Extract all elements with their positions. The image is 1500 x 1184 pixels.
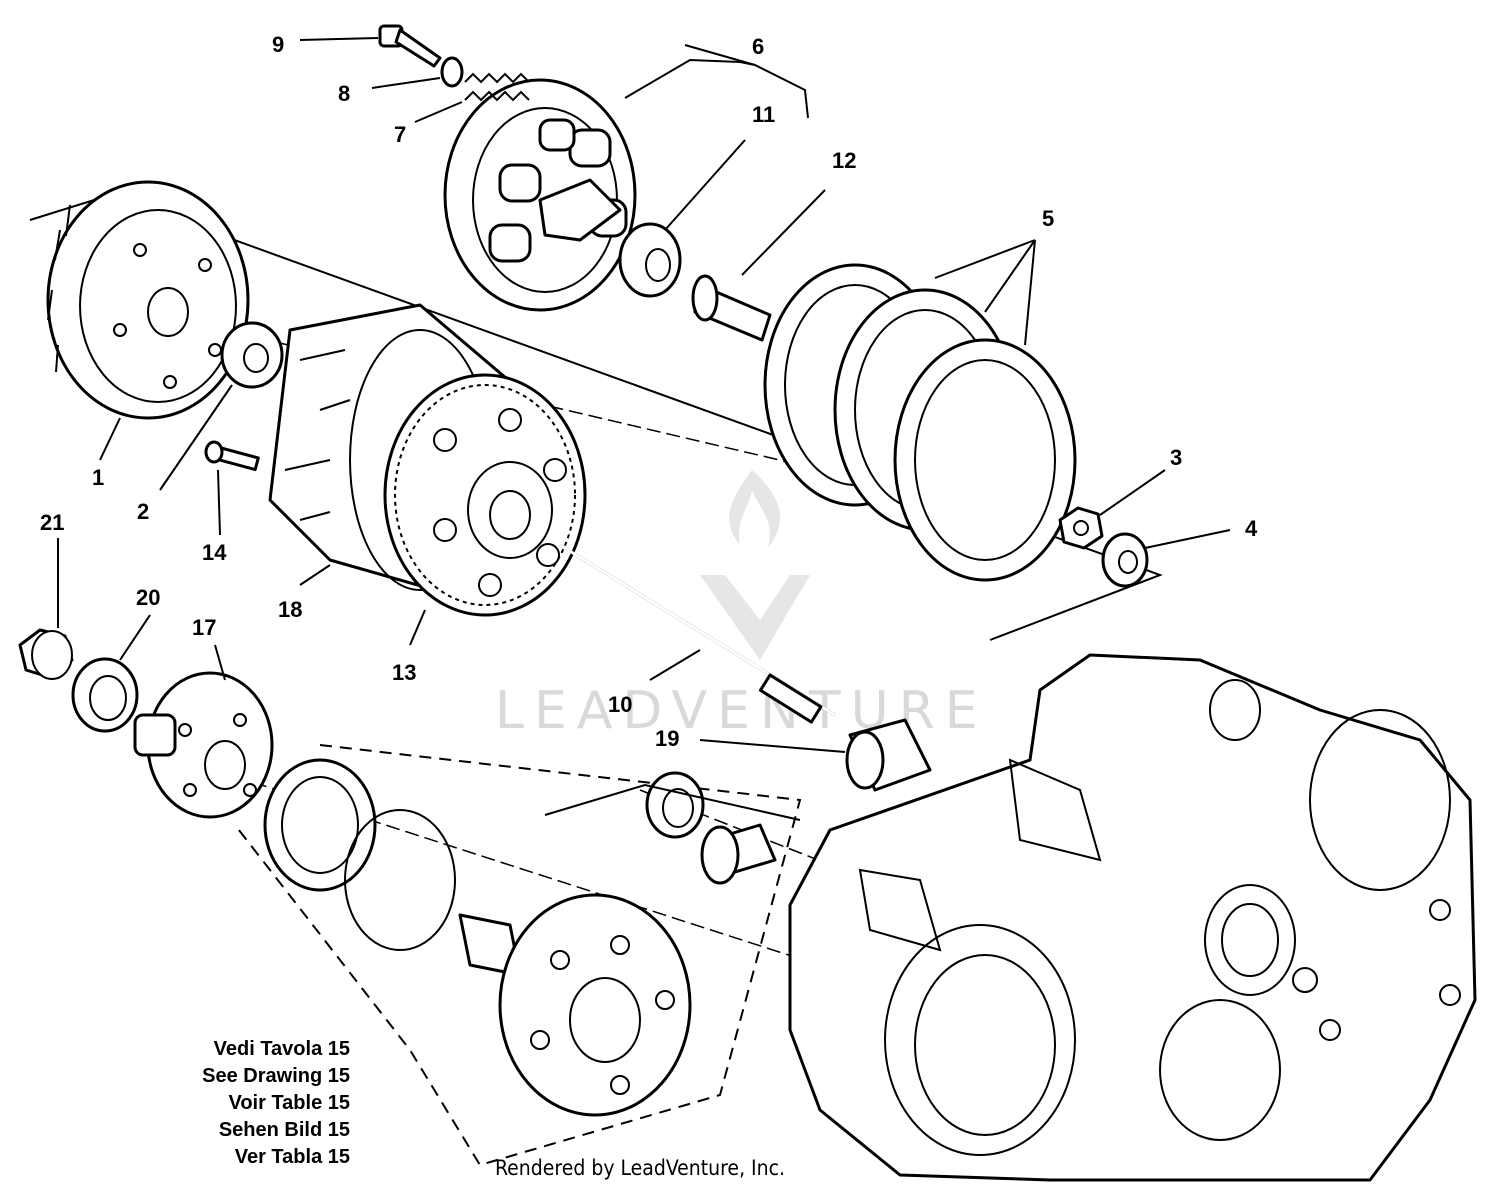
part-11-bearing[interactable] — [618, 222, 682, 298]
part-3-nut[interactable] — [1058, 506, 1104, 550]
part-1-cover[interactable] — [46, 180, 250, 420]
part-4-lockwasher[interactable] — [1101, 532, 1149, 588]
part-19-bushing[interactable] — [845, 718, 932, 792]
callout-10: 10 — [608, 692, 632, 717]
reference-parts — [263, 758, 777, 1117]
callout-6: 6 — [752, 34, 764, 59]
part-20-washer[interactable] — [71, 657, 139, 733]
callout-5: 5 — [1042, 206, 1054, 231]
callout-7: 7 — [394, 122, 406, 147]
part-12-shaft[interactable] — [691, 274, 772, 342]
reference-group-outline — [234, 744, 802, 1167]
callout-14: 14 — [202, 540, 227, 565]
callouts: 9 8 7 6 11 12 5 3 4 1 2 14 18 13 10 19 2… — [40, 32, 1258, 751]
crankcase — [788, 653, 1477, 1182]
part-17-primary-gear[interactable] — [133, 671, 274, 819]
callout-17: 17 — [192, 615, 216, 640]
callout-21: 21 — [40, 510, 64, 535]
reference-note-it: Vedi Tavola 15 — [214, 1038, 350, 1060]
callout-8: 8 — [338, 81, 350, 106]
leader-lines — [57, 37, 1231, 753]
reference-bracket — [544, 783, 801, 821]
part-14-pin[interactable] — [204, 440, 260, 472]
watermark-text: LEADVENTURE — [495, 681, 988, 741]
part-7-spring[interactable] — [464, 72, 530, 102]
callout-11: 11 — [752, 102, 775, 127]
callout-2: 2 — [137, 499, 149, 524]
reference-note: Vedi Tavola 15 See Drawing 15 Voir Table… — [202, 1038, 350, 1168]
callout-4: 4 — [1245, 516, 1258, 541]
part-21-nut[interactable] — [18, 628, 74, 680]
part-8-washer[interactable] — [440, 56, 464, 88]
callout-12: 12 — [832, 148, 856, 173]
callout-19: 19 — [655, 726, 679, 751]
callout-13: 13 — [392, 660, 416, 685]
callout-18: 18 — [278, 597, 302, 622]
part-6-pressure-plate[interactable] — [443, 78, 637, 312]
reference-note-fr: Voir Table 15 — [228, 1092, 350, 1114]
reference-note-de: Sehen Bild 15 — [219, 1119, 350, 1141]
part-9-bolt[interactable] — [378, 24, 442, 68]
callout-3: 3 — [1170, 445, 1182, 470]
part-13-gear[interactable] — [383, 373, 587, 617]
callout-9: 9 — [272, 32, 284, 57]
reference-note-en: See Drawing 15 — [202, 1065, 350, 1087]
callout-20: 20 — [136, 585, 160, 610]
part-2-washer[interactable] — [220, 321, 284, 389]
credit-text: Rendered by LeadVenture, Inc. — [495, 1156, 785, 1180]
callout-1: 1 — [92, 465, 104, 490]
part-10-pushrod[interactable] — [559, 543, 836, 724]
reference-note-es: Ver Tabla 15 — [235, 1146, 350, 1168]
part-5-clutch-plates[interactable] — [763, 263, 1077, 582]
